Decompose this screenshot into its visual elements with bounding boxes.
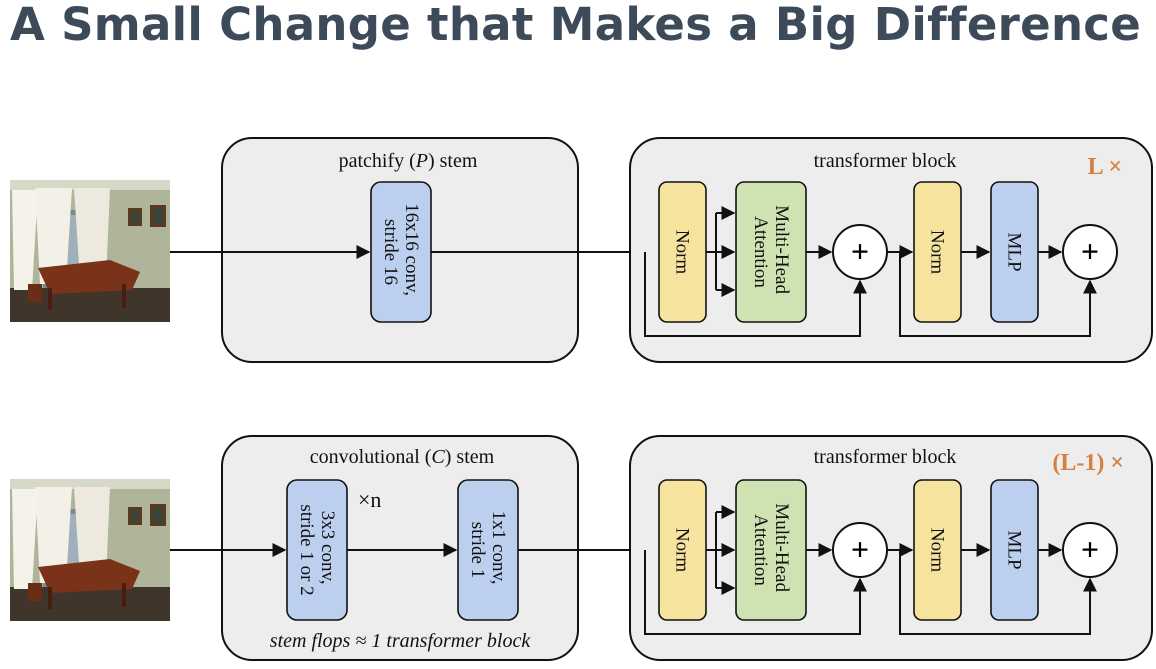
conv-block-label: 3x3 conv, stride 1 or 2: [296, 504, 338, 595]
norm-label: Norm: [927, 230, 948, 275]
residual-connection: [644, 252, 867, 337]
residual-add-icon: [1062, 224, 1118, 280]
repeat-label: L ×: [1088, 154, 1122, 180]
input-image: [10, 180, 170, 322]
conv-block-label: 1x1 conv, stride 1: [467, 511, 509, 589]
row-convolutional: convolutional (C) stem 3x3 conv, stride …: [10, 435, 1153, 661]
mlp-label: MLP: [1004, 232, 1025, 271]
mlp-label: MLP: [1004, 530, 1025, 569]
stem-title: patchify (P) stem: [339, 150, 478, 172]
stem-flops-note: stem flops ≈ 1 transformer block: [270, 630, 532, 652]
plus-label: +: [851, 531, 869, 567]
residual-add-icon: [1062, 522, 1118, 578]
repeat-multiplier: ×n: [358, 487, 381, 512]
stem-title: convolutional (C) stem: [310, 446, 495, 468]
stem-panel: [221, 435, 579, 661]
attention-label: Multi-Head Attention: [750, 503, 792, 596]
residual-connection: [644, 550, 867, 635]
row-patchify: patchify (P) stem 16x16 conv, stride 16 …: [10, 137, 1153, 363]
repeat-label: (L-1) ×: [1052, 450, 1124, 476]
slide-title: A Small Change that Makes a Big Differen…: [10, 0, 1142, 51]
input-image: [10, 479, 170, 621]
plus-label: +: [1081, 233, 1099, 269]
attention-label: Multi-Head Attention: [750, 205, 792, 298]
norm-label: Norm: [672, 230, 693, 275]
conv-block-label: 16x16 conv, stride 16: [380, 203, 422, 300]
transformer-title: transformer block: [814, 150, 957, 172]
transformer-title: transformer block: [814, 446, 957, 468]
plus-label: +: [851, 233, 869, 269]
norm-label: Norm: [672, 528, 693, 573]
residual-connection: [899, 252, 1097, 337]
plus-label: +: [1081, 531, 1099, 567]
norm-label: Norm: [927, 528, 948, 573]
residual-connection: [899, 550, 1097, 635]
